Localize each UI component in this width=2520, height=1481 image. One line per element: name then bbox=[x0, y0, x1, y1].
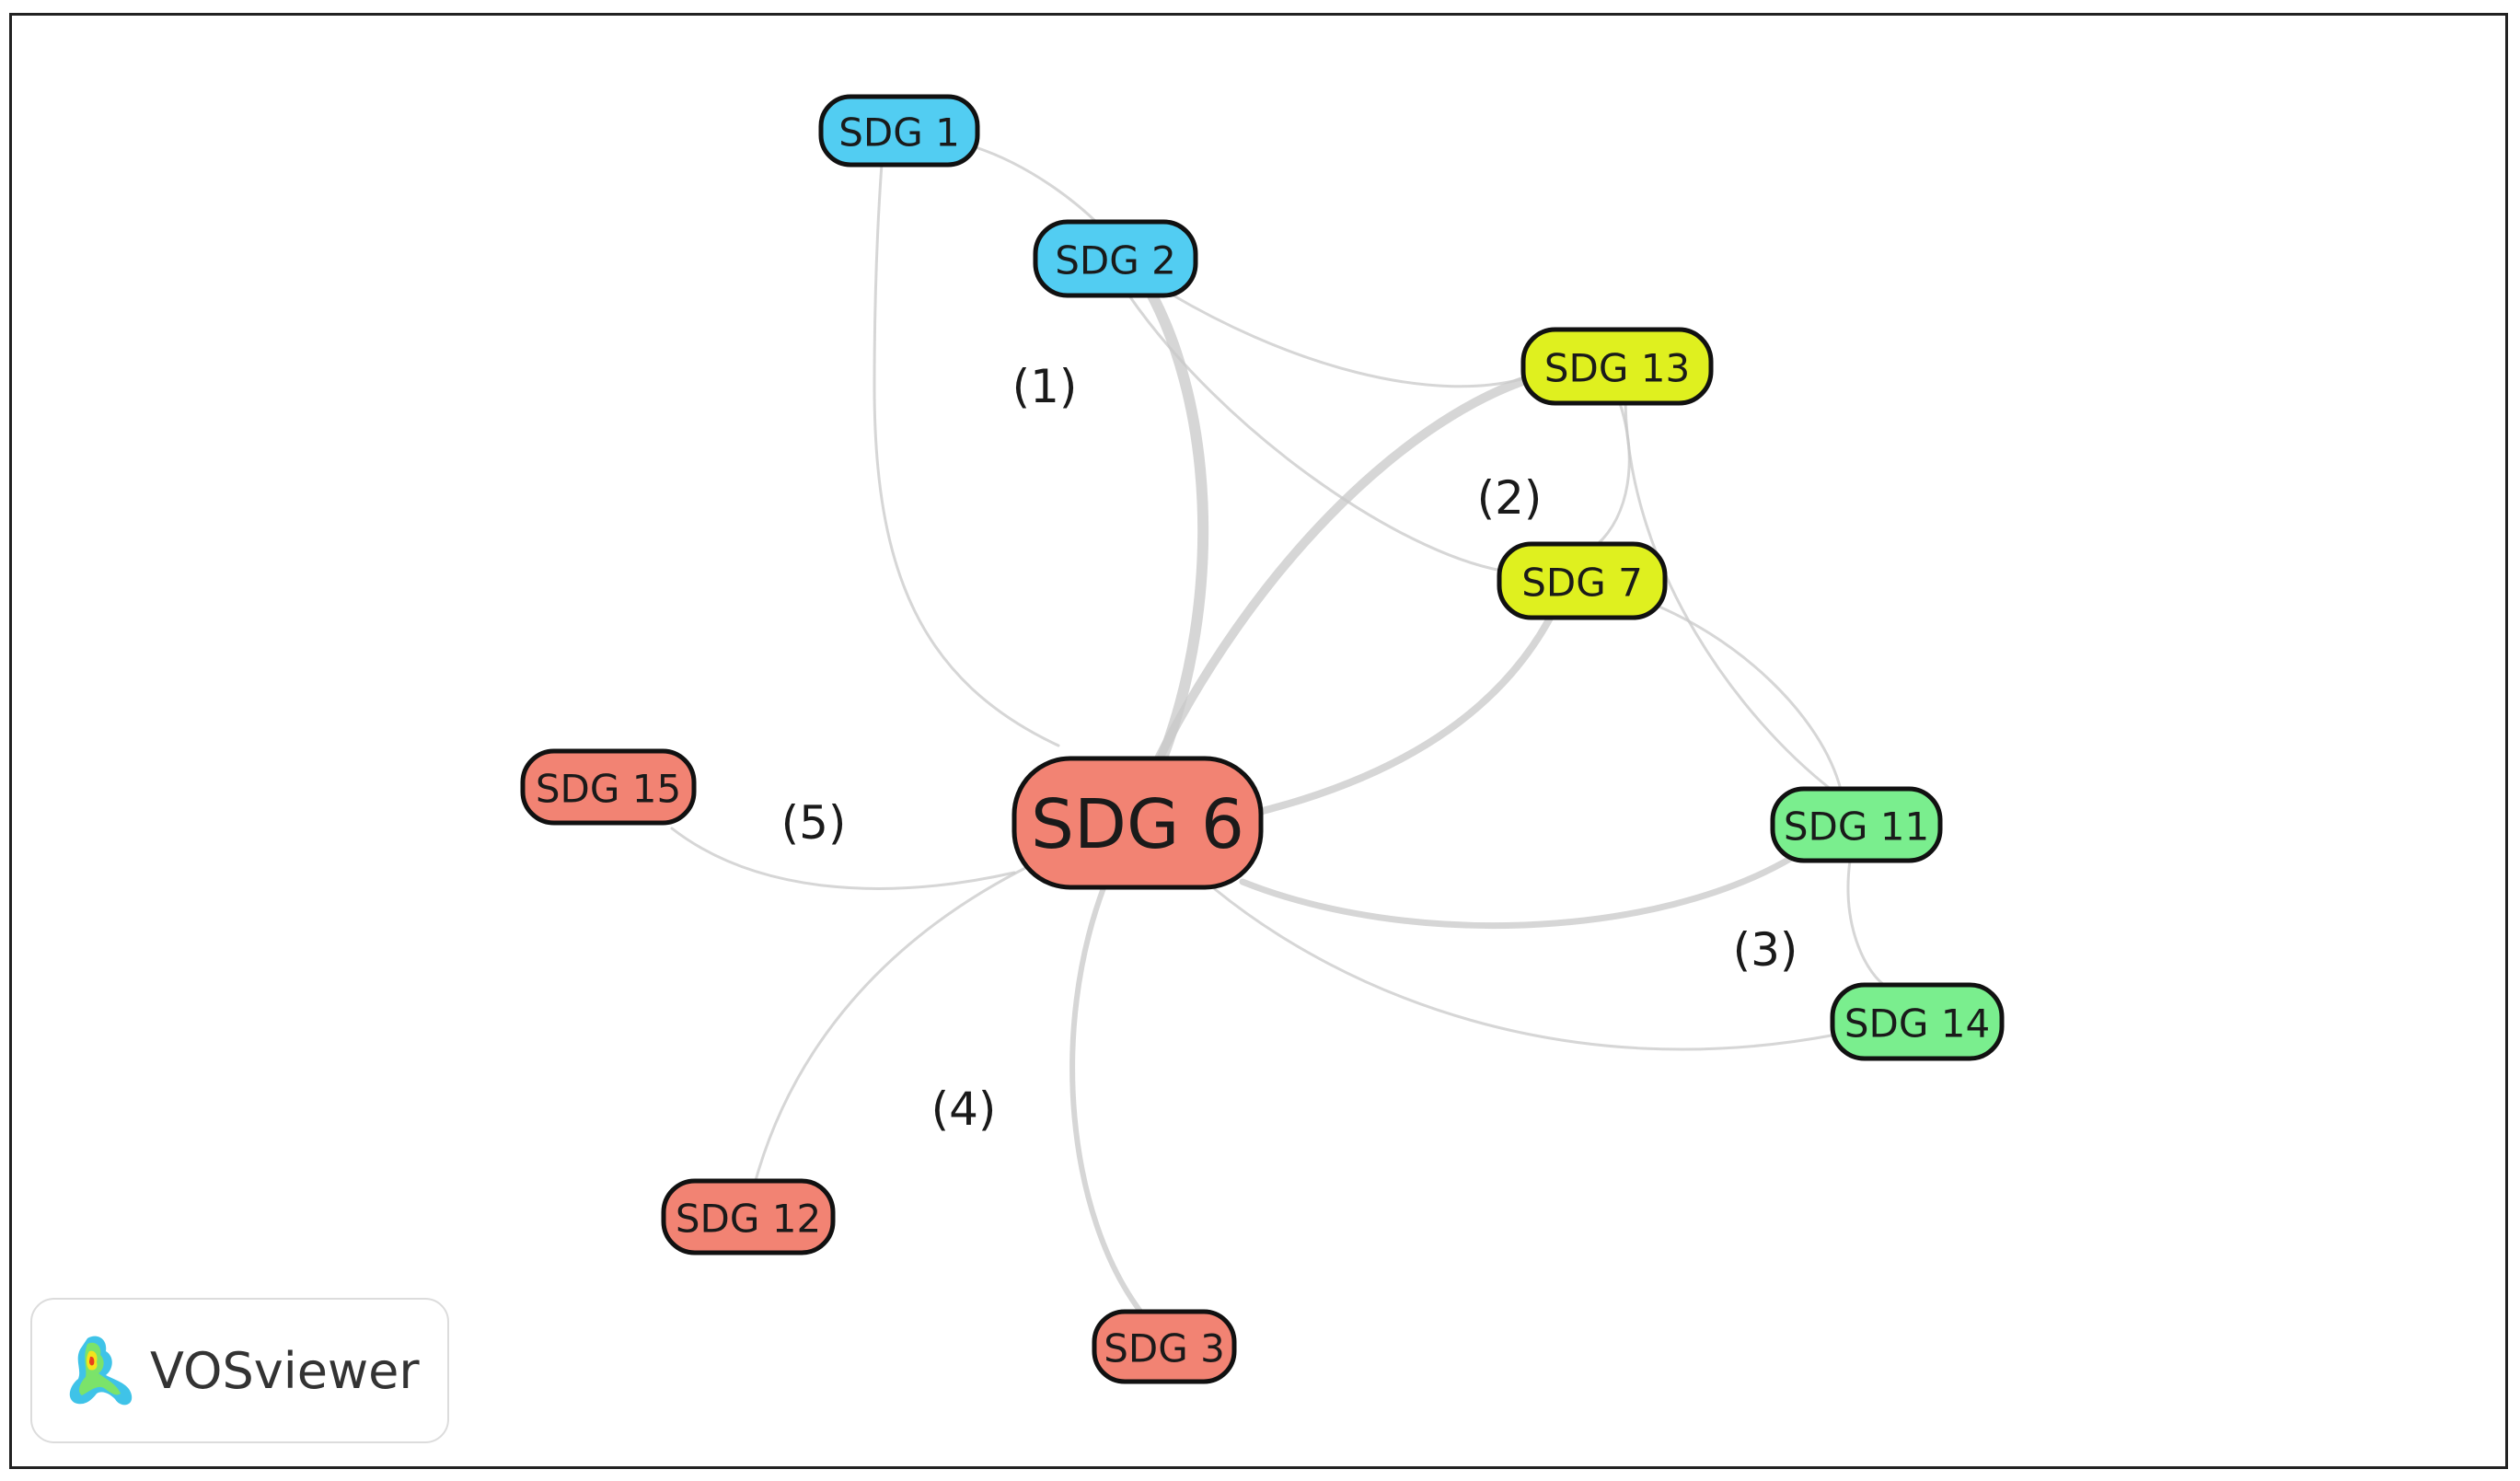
node-label-sdg2: SDG 2 bbox=[1055, 238, 1176, 283]
node-sdg3[interactable]: SDG 3 bbox=[1092, 1309, 1237, 1384]
cluster-label-c1: (1) bbox=[1012, 360, 1078, 413]
cluster-label-c3: (3) bbox=[1733, 923, 1798, 977]
edge-sdg11-sdg14 bbox=[1846, 859, 1889, 989]
edges-layer bbox=[670, 145, 1889, 1315]
edge-sdg1-sdg2 bbox=[974, 145, 1102, 227]
edge-sdg2-sdg7 bbox=[1127, 293, 1504, 573]
cluster-label-c5: (5) bbox=[781, 796, 847, 850]
node-box-sdg7[interactable] bbox=[1497, 541, 1668, 620]
cluster-label-c2: (2) bbox=[1477, 471, 1543, 525]
node-box-sdg1[interactable] bbox=[818, 94, 980, 168]
edge-sdg6-sdg15 bbox=[670, 827, 1016, 890]
cluster-labels-layer: (1) (2) (3) (4) (5) bbox=[781, 360, 1798, 1136]
edge-sdg7-sdg11 bbox=[1636, 596, 1843, 792]
vosviewer-logo-icon bbox=[69, 1336, 133, 1406]
node-box-sdg12[interactable] bbox=[661, 1178, 836, 1255]
node-label-sdg13: SDG 13 bbox=[1544, 346, 1690, 391]
node-box-sdg2[interactable] bbox=[1033, 219, 1198, 298]
edge-sdg6-sdg13 bbox=[1151, 375, 1532, 769]
node-label-sdg11: SDG 11 bbox=[1784, 804, 1929, 850]
node-box-sdg11[interactable] bbox=[1770, 786, 1943, 863]
edge-sdg13-sdg7 bbox=[1595, 401, 1631, 547]
node-sdg14[interactable]: SDG 14 bbox=[1830, 982, 2005, 1061]
edge-sdg6-sdg14 bbox=[1213, 887, 1838, 1051]
node-sdg11[interactable]: SDG 11 bbox=[1770, 786, 1943, 863]
edge-sdg13-sdg11 bbox=[1624, 401, 1833, 792]
node-box-sdg15[interactable] bbox=[520, 748, 697, 826]
node-sdg12[interactable]: SDG 12 bbox=[661, 1178, 836, 1255]
node-sdg6[interactable]: SDG 6 bbox=[1011, 756, 1264, 890]
nodes-layer: SDG 1 SDG 2 SDG 13 SDG 7 SDG 6 SDG 15 SDG 11 SD… bbox=[520, 94, 2005, 1384]
node-label-sdg15: SDG 15 bbox=[536, 767, 681, 812]
edge-sdg6-sdg1 bbox=[873, 162, 1060, 747]
node-label-sdg7: SDG 7 bbox=[1521, 561, 1643, 606]
vosviewer-logo: VOSviewer bbox=[30, 1298, 449, 1443]
node-box-sdg6[interactable] bbox=[1011, 756, 1264, 890]
node-box-sdg13[interactable] bbox=[1520, 327, 1714, 406]
edge-sdg6-sdg3 bbox=[1069, 883, 1144, 1315]
vosviewer-logo-text: VOSviewer bbox=[150, 1341, 420, 1400]
cluster-label-c4: (4) bbox=[931, 1082, 997, 1136]
node-label-sdg1: SDG 1 bbox=[838, 110, 960, 156]
node-sdg7[interactable]: SDG 7 bbox=[1497, 541, 1668, 620]
network-frame bbox=[9, 13, 2508, 1469]
edge-sdg6-sdg7 bbox=[1248, 604, 1559, 817]
node-label-sdg6: SDG 6 bbox=[1031, 785, 1244, 864]
node-label-sdg14: SDG 14 bbox=[1844, 1001, 1990, 1047]
node-sdg2[interactable]: SDG 2 bbox=[1033, 219, 1198, 298]
node-label-sdg12: SDG 12 bbox=[676, 1197, 821, 1242]
node-label-sdg3: SDG 3 bbox=[1104, 1326, 1225, 1371]
edge-sdg6-sdg11 bbox=[1239, 852, 1798, 930]
node-sdg13[interactable]: SDG 13 bbox=[1520, 327, 1714, 406]
node-box-sdg3[interactable] bbox=[1092, 1309, 1237, 1384]
edge-sdg6-sdg12 bbox=[753, 863, 1033, 1186]
node-sdg15[interactable]: SDG 15 bbox=[520, 748, 697, 826]
node-box-sdg14[interactable] bbox=[1830, 982, 2005, 1061]
edge-sdg6-sdg2 bbox=[1136, 271, 1209, 766]
node-sdg1[interactable]: SDG 1 bbox=[818, 94, 980, 168]
edge-sdg2-sdg13 bbox=[1149, 280, 1530, 388]
